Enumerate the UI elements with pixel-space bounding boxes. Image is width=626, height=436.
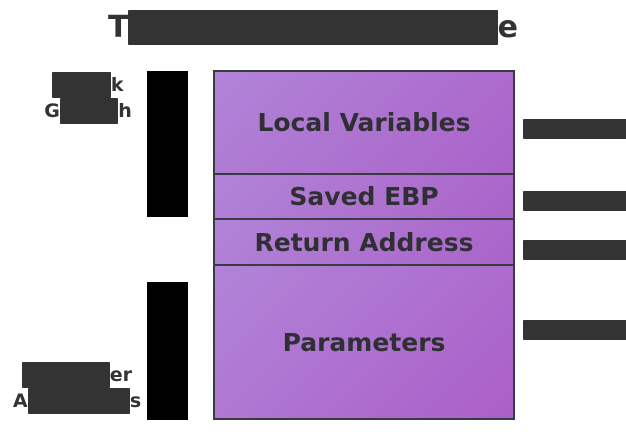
title-visible-suffix: e [497,10,518,45]
higher-addresses-label-line1: ██████er [6,362,148,388]
stack-growth-line2-visible-end: h [118,100,132,122]
stack-cell-saved-ebp-label: Saved EBP [289,182,439,211]
annotation-local-variables-redaction: ██████████ [523,119,626,139]
annotation-parameters-redaction: █████████ [523,320,626,340]
annotation-return-address-redaction: ██████████ [523,240,626,260]
annotation-local-variables: ██████████ [523,119,626,139]
stack-growth-line1-redaction: ████ [52,72,111,98]
stack-cell-parameters-label: Parameters [282,327,446,357]
page-title: T████████████████e [0,10,626,45]
title-redaction: ████████████████ [128,10,498,45]
stack-growth-arrow-redaction [147,71,188,217]
stack-frame-diagram: Local Variables Saved EBP Return Address… [213,70,515,420]
stack-cell-saved-ebp: Saved EBP [213,173,515,220]
higher-addresses-line1-visible: er [109,364,132,386]
stack-cell-return-address-label: Return Address [254,227,474,257]
higher-addresses-line2-visible-start: A [12,390,28,412]
stack-growth-line1-visible: k [110,74,124,96]
stack-cell-local-variables: Local Variables [213,70,515,175]
higher-addresses-line2-visible-end: s [129,390,142,412]
higher-addresses-label-line2: A███████s [6,388,148,414]
higher-addresses-line1-redaction: ██████ [22,362,110,388]
stack-cell-parameters: Parameters [213,264,515,420]
higher-addresses-arrow-redaction [147,282,188,420]
annotation-return-address: ██████████ [523,240,626,260]
stack-cell-return-address: Return Address [213,218,515,266]
stack-cell-local-variables-label: Local Variables [257,108,471,137]
annotation-saved-ebp-redaction: ██████████ [523,191,626,211]
higher-addresses-label: ██████er A███████s [6,362,148,414]
higher-addresses-line2-redaction: ███████ [27,388,130,414]
stack-growth-line2-redaction: ████ [59,98,119,124]
stack-growth-line2-visible-start: G [44,100,60,122]
annotation-parameters: █████████ [523,320,626,340]
stack-growth-label-line1: ████k [28,72,148,98]
title-visible-prefix: T [108,10,129,45]
stack-growth-label: ████k G████h [28,72,148,124]
annotation-saved-ebp: ██████████ [523,191,626,211]
stack-growth-label-line2: G████h [28,98,148,124]
